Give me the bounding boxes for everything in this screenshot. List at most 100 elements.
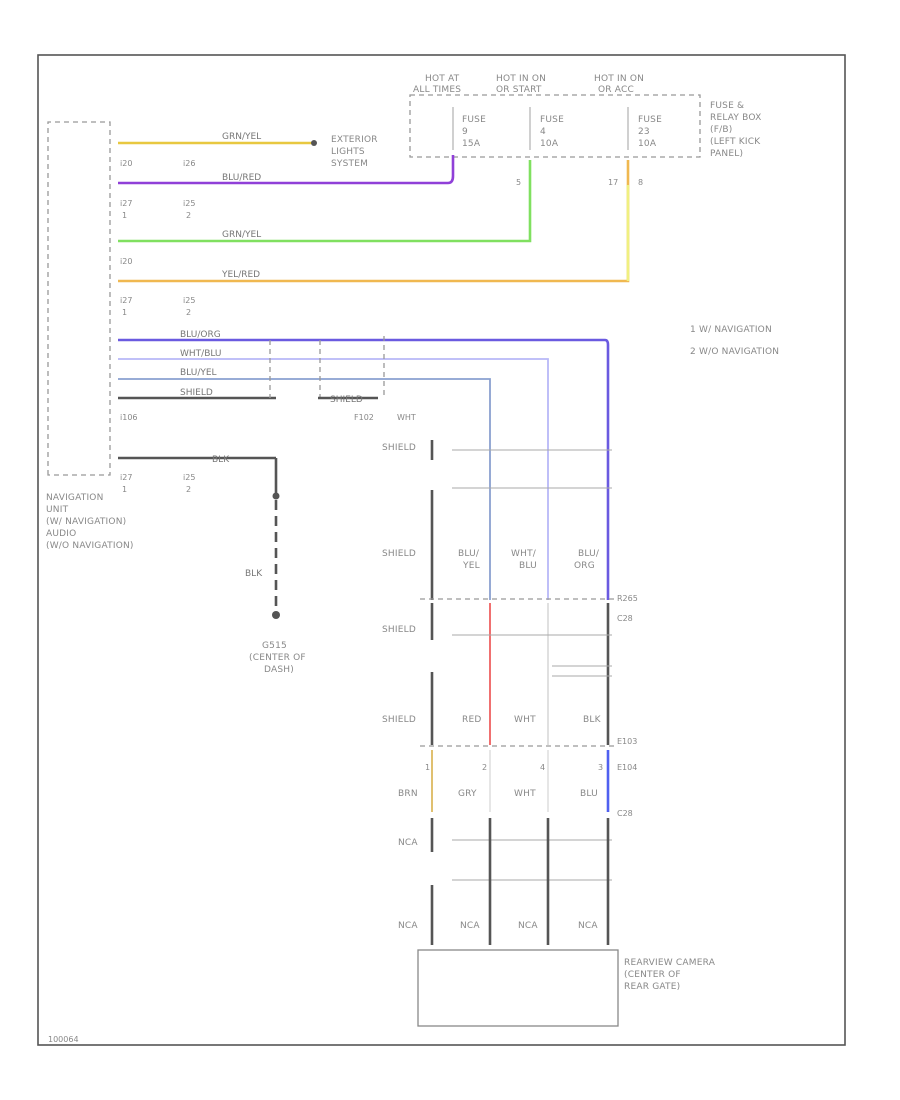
svg-text:1: 1 (122, 485, 127, 494)
harness-shield-a: SHIELD (382, 443, 416, 453)
svg-text:REARVIEW CAMERA: REARVIEW CAMERA (624, 958, 716, 968)
svg-text:i20: i20 (120, 159, 132, 168)
svg-text:15A: 15A (462, 139, 481, 149)
legend-item-1: 1 W/ NAVIGATION (690, 325, 772, 335)
svg-text:EXTERIOR: EXTERIOR (331, 135, 378, 145)
harness-shield-b: SHIELD (382, 549, 416, 559)
svg-text:FUSE &: FUSE & (710, 101, 744, 111)
svg-text:1: 1 (122, 211, 127, 220)
svg-text:10A: 10A (638, 139, 657, 149)
wire-label-grn-yel-2: GRN/YEL (222, 230, 261, 240)
harness-shield-d: SHIELD (382, 715, 416, 725)
fuse-hot-label-2: HOT IN ON (496, 74, 546, 84)
nav-unit-label: NAVIGATION UNIT (W/ NAVIGATION) AUDIO (W… (46, 493, 134, 551)
wire-label-wht-blu: WHT/BLU (180, 349, 222, 359)
wire-label-shield-2: SHIELD (330, 395, 363, 405)
wire-label-shield: SHIELD (180, 388, 213, 398)
svg-text:(F/B): (F/B) (710, 125, 732, 135)
svg-text:YEL: YEL (462, 561, 480, 571)
svg-text:FUSE: FUSE (540, 115, 564, 125)
svg-text:i25: i25 (183, 199, 195, 208)
svg-text:SYSTEM: SYSTEM (331, 159, 368, 169)
svg-text:2: 2 (482, 763, 487, 772)
wire-blu-org (118, 338, 610, 600)
harness-col-wht-blu: WHT/ BLU (511, 549, 537, 571)
nca-4: NCA (578, 921, 598, 931)
svg-text:(LEFT KICK: (LEFT KICK (710, 137, 761, 147)
harness-shield-c: SHIELD (382, 625, 416, 635)
svg-text:WHT/: WHT/ (511, 549, 537, 559)
wire-grn-yel-2 (118, 160, 532, 243)
svg-text:i25: i25 (183, 473, 195, 482)
wire-blu-red (118, 155, 455, 185)
harness-wht3: WHT (514, 789, 536, 799)
harness-wht-label: WHT (397, 413, 416, 422)
harness-c28: C28 (617, 614, 633, 623)
harness-e104: E104 (617, 763, 637, 772)
svg-text:(CENTER OF: (CENTER OF (249, 653, 306, 663)
fuse-hot-label-2b: OR START (496, 85, 542, 95)
nca-1: NCA (398, 921, 418, 931)
svg-text:i27: i27 (120, 296, 132, 305)
fuse-hot-label-3: HOT IN ON (594, 74, 644, 84)
fuse-hot-label-1: HOT AT (425, 74, 460, 84)
ground-label: G515 (CENTER OF DASH) (249, 641, 306, 675)
svg-text:DASH): DASH) (264, 665, 294, 675)
svg-text:3: 3 (598, 763, 603, 772)
fuse-2: FUSE 4 10A (529, 107, 564, 150)
svg-text:(CENTER OF: (CENTER OF (624, 970, 681, 980)
fuse-3: FUSE 23 10A (627, 107, 662, 150)
wire-label-blu-red: BLU/RED (222, 173, 261, 183)
harness-blu: BLU (580, 789, 598, 799)
wire-label-blk: BLK (212, 455, 230, 465)
harness-col-blu-yel: BLU/ YEL (458, 549, 480, 571)
svg-text:BLU/: BLU/ (458, 549, 480, 559)
harness-blk: BLK (583, 715, 602, 725)
svg-text:23: 23 (638, 127, 650, 137)
wire-label-grn-yel: GRN/YEL (222, 132, 261, 142)
harness-col-blu-org: BLU/ ORG (574, 549, 600, 571)
rearview-camera-label: REARVIEW CAMERA (CENTER OF REAR GATE) (624, 958, 716, 992)
svg-text:1: 1 (425, 763, 430, 772)
wire-label-blu-org: BLU/ORG (180, 330, 221, 340)
svg-text:2: 2 (186, 211, 191, 220)
svg-text:PANEL): PANEL) (710, 149, 743, 159)
footer-code: 100064 (48, 1035, 79, 1044)
svg-text:LIGHTS: LIGHTS (331, 147, 365, 157)
svg-text:FUSE: FUSE (462, 115, 486, 125)
svg-text:2: 2 (186, 485, 191, 494)
harness-gry: GRY (458, 789, 477, 799)
fuse-1: FUSE 9 15A (452, 107, 486, 150)
harness-red: RED (462, 715, 481, 725)
harness-c28b: C28 (617, 809, 633, 818)
wire-yel-red (118, 160, 630, 283)
fuse-hot-label-1b: ALL TIMES (413, 85, 461, 95)
fuse-box-label: FUSE & RELAY BOX (F/B) (LEFT KICK PANEL) (710, 101, 761, 159)
harness-nca: NCA (398, 838, 418, 848)
svg-text:i106: i106 (120, 413, 138, 422)
svg-text:UNIT: UNIT (46, 505, 69, 515)
fuse-pin-a: 5 (516, 178, 521, 187)
svg-text:2: 2 (186, 308, 191, 317)
legend-item-2: 2 W/O NAVIGATION (690, 347, 779, 357)
svg-text:i27: i27 (120, 199, 132, 208)
svg-text:i20: i20 (120, 257, 132, 266)
nav-unit-outline (47, 121, 111, 476)
wire-label-blu-yel: BLU/YEL (180, 368, 217, 378)
fuse-pin-b2: 8 (638, 178, 643, 187)
svg-text:AUDIO: AUDIO (46, 529, 76, 539)
harness-r265: R265 (617, 594, 638, 603)
exterior-lights-label: EXTERIOR LIGHTS SYSTEM (331, 135, 378, 169)
harness-e103: E103 (617, 737, 637, 746)
svg-text:BLU: BLU (519, 561, 537, 571)
svg-text:(W/O NAVIGATION): (W/O NAVIGATION) (46, 541, 134, 551)
wire-label-yel-red: YEL/RED (221, 270, 260, 280)
svg-text:G515: G515 (262, 641, 287, 651)
svg-text:9: 9 (462, 127, 468, 137)
svg-text:1: 1 (122, 308, 127, 317)
svg-text:FUSE: FUSE (638, 115, 662, 125)
svg-text:10A: 10A (540, 139, 559, 149)
svg-text:NAVIGATION: NAVIGATION (46, 493, 104, 503)
fuse-hot-label-3b: OR ACC (598, 85, 634, 95)
